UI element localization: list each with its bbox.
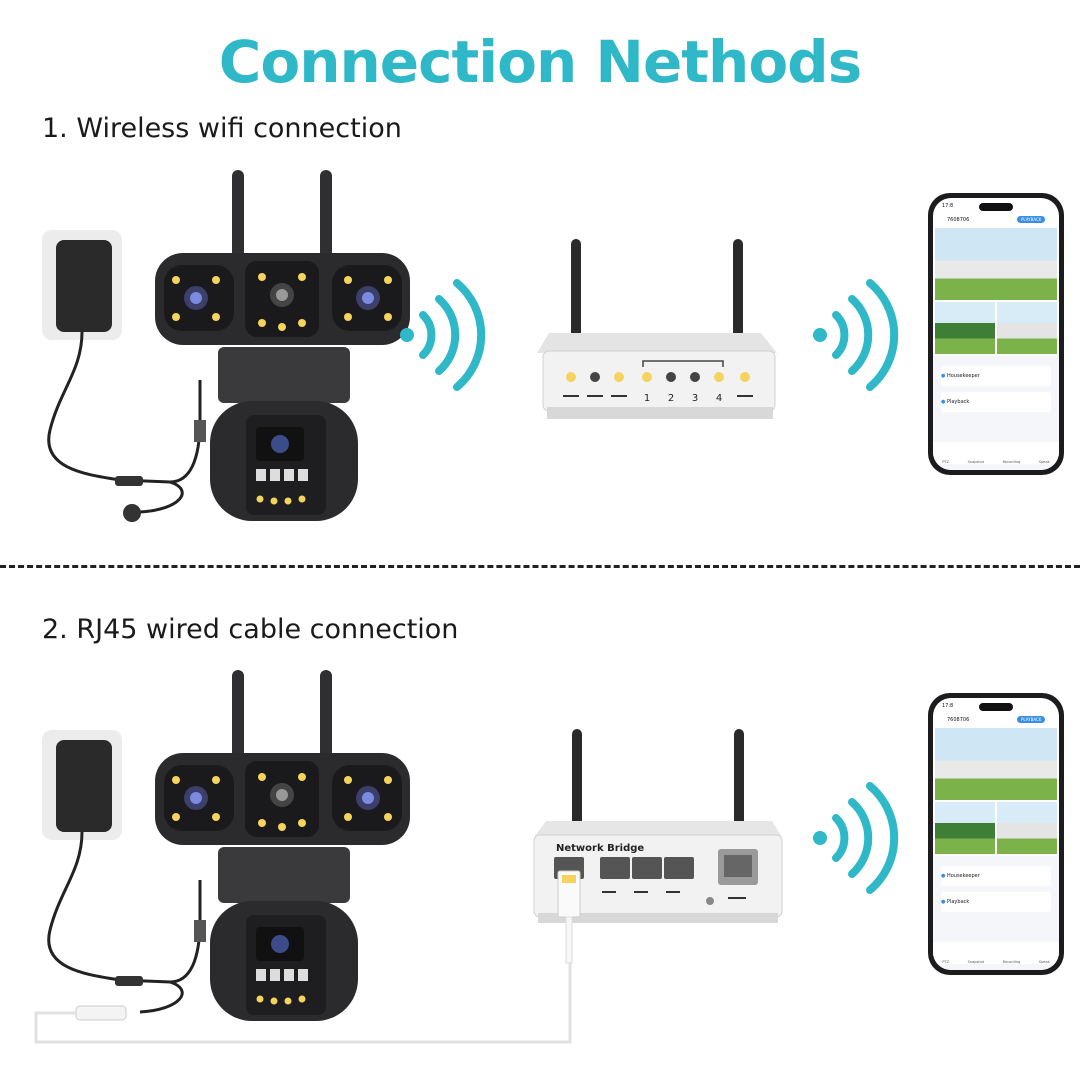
dynamic-island bbox=[979, 703, 1013, 711]
menu-item-label: Playback bbox=[946, 899, 970, 905]
security-camera-icon bbox=[155, 670, 410, 1021]
menu-item-label: Playback bbox=[946, 399, 970, 405]
device-name: 7608706 bbox=[947, 217, 970, 223]
camera-feed-right bbox=[997, 802, 1057, 854]
tab-snapshot[interactable]: Snapshot bbox=[967, 460, 985, 464]
camera-feed-left bbox=[935, 802, 995, 854]
menu-item-housekeeper[interactable]: ● Housekeeper bbox=[941, 366, 1051, 386]
tab-snapshot[interactable]: Snapshot bbox=[967, 960, 985, 964]
menu-item-label: Housekeeper bbox=[946, 373, 980, 379]
tab-ptz[interactable]: PTZ bbox=[942, 460, 949, 464]
bottom-tab-bar: PTZ Snapshot Recording Speak bbox=[933, 942, 1059, 964]
camera-feed-right bbox=[997, 302, 1057, 354]
menu-item-playback[interactable]: ● Playback bbox=[941, 892, 1051, 912]
playback-badge[interactable]: PLAYBACK bbox=[1017, 216, 1046, 223]
tab-recording[interactable]: Recording bbox=[1002, 960, 1021, 964]
menu-item-housekeeper[interactable]: ● Housekeeper bbox=[941, 866, 1051, 886]
section-1-label: 1. Wireless wifi connection bbox=[42, 113, 402, 144]
status-time: 17:8 bbox=[942, 203, 954, 209]
device-name: 7608706 bbox=[947, 717, 970, 723]
camera-feed-main bbox=[935, 228, 1057, 300]
smartphone-app: 17:8 7608706 PLAYBACK ● Housekeeper ● Pl… bbox=[928, 193, 1064, 475]
playback-badge[interactable]: PLAYBACK bbox=[1017, 716, 1046, 723]
wifi-signal-icon bbox=[813, 782, 899, 894]
menu-item-label: Housekeeper bbox=[946, 873, 980, 879]
power-adapter-icon bbox=[34, 730, 572, 1044]
tab-recording[interactable]: Recording bbox=[1002, 460, 1021, 464]
menu-item-playback[interactable]: ● Playback bbox=[941, 392, 1051, 412]
tab-speak[interactable]: Speak bbox=[1038, 960, 1050, 964]
section-2-label: 2. RJ45 wired cable connection bbox=[42, 614, 459, 645]
status-time: 17:8 bbox=[942, 703, 954, 709]
tab-ptz[interactable]: PTZ bbox=[942, 960, 949, 964]
camera-feed-left bbox=[935, 302, 995, 354]
power-adapter-icon bbox=[42, 230, 206, 522]
router-port-3: 3 bbox=[692, 393, 698, 404]
wifi-signal-icon bbox=[400, 279, 486, 391]
section-2: Network Bridge 17:8 7608706 PLAYBACK ● H… bbox=[0, 665, 1080, 1075]
tab-speak[interactable]: Speak bbox=[1038, 460, 1050, 464]
network-bridge-icon: Network Bridge bbox=[533, 729, 783, 964]
dynamic-island bbox=[979, 203, 1013, 211]
section-divider bbox=[0, 565, 1080, 568]
router-port-2: 2 bbox=[668, 393, 674, 404]
bottom-tab-bar: PTZ Snapshot Recording Speak bbox=[933, 442, 1059, 464]
wifi-router-icon: 1 2 3 4 bbox=[537, 239, 777, 419]
bridge-label: Network Bridge bbox=[556, 843, 644, 854]
section-1: 1 2 3 4 17:8 7608706 PLAYBACK ● Housekee… bbox=[0, 165, 1080, 545]
camera-feed-main bbox=[935, 728, 1057, 800]
security-camera-icon bbox=[155, 170, 410, 521]
wifi-signal-icon bbox=[813, 279, 899, 391]
page-title: Connection Nethods bbox=[218, 28, 862, 96]
router-port-4: 4 bbox=[716, 393, 722, 404]
smartphone-app: 17:8 7608706 PLAYBACK ● Housekeeper ● Pl… bbox=[928, 693, 1064, 975]
router-port-1: 1 bbox=[644, 393, 650, 404]
